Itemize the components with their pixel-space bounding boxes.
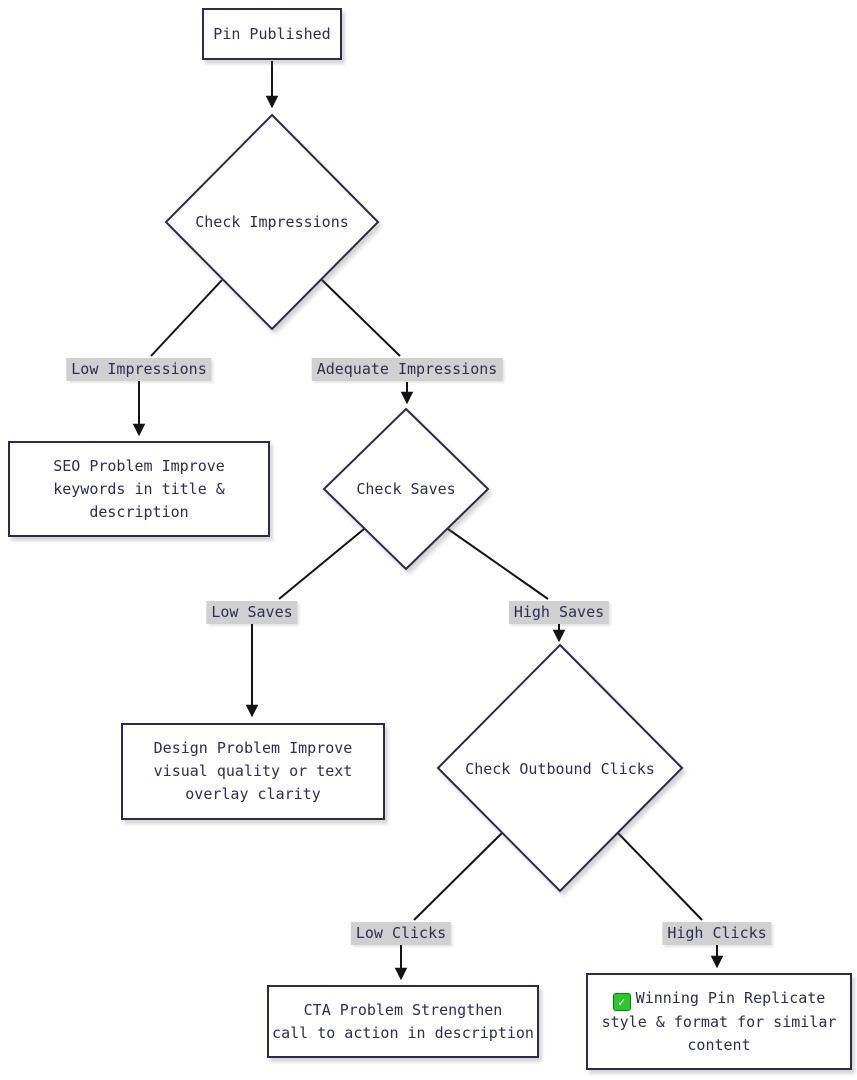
edge-check-impressions-to-low-label: [150, 279, 223, 357]
green-check-icon: ✓: [612, 992, 631, 1011]
edge-check-clicks-to-high-clicks-label: [617, 832, 703, 921]
node-seo-problem: SEO Problem Improve keywords in title & …: [8, 441, 270, 537]
node-cta-problem: CTA Problem Strengthen call to action in…: [267, 985, 539, 1058]
node-label: Design Problem Improve visual quality or…: [153, 739, 353, 803]
node-pin-published: Pin Published: [202, 8, 342, 60]
edge-check-impressions-to-adequate-label: [321, 279, 401, 357]
check-impressions-diamond: [164, 113, 380, 331]
edge-check-clicks-to-low-clicks-label: [413, 832, 503, 921]
node-label: Pin Published: [213, 24, 331, 43]
edge-check-saves-to-low-saves-label: [278, 528, 365, 600]
edge-label-low-saves: Low Saves: [206, 601, 298, 624]
node-design-problem: Design Problem Improve visual quality or…: [121, 723, 385, 820]
check-saves-diamond: [322, 407, 490, 571]
edge-check-saves-to-high-saves-label: [447, 528, 549, 600]
node-winning-pin: ✓Winning Pin Replicate style & format fo…: [586, 973, 852, 1070]
node-label: CTA Problem Strengthen call to action in…: [272, 1000, 534, 1042]
edge-label-high-saves: High Saves: [508, 601, 610, 624]
check-outbound-clicks-diamond: [436, 643, 684, 893]
node-label: ✓Winning Pin Replicate style & format fo…: [602, 987, 837, 1057]
node-label: SEO Problem Improve keywords in title & …: [53, 456, 225, 521]
edge-label-low-clicks: Low Clicks: [350, 922, 452, 945]
edge-label-high-clicks: High Clicks: [662, 922, 772, 945]
check-saves-label: Check Saves: [356, 480, 456, 498]
check-impressions-label: Check Impressions: [195, 213, 349, 231]
winning-pin-text: Winning Pin Replicate style & format for…: [601, 988, 837, 1054]
edge-label-low-impressions: Low Impressions: [66, 358, 212, 381]
check-outbound-clicks-label: Check Outbound Clicks: [465, 760, 655, 778]
edge-label-adequate-impressions: Adequate Impressions: [311, 358, 503, 381]
